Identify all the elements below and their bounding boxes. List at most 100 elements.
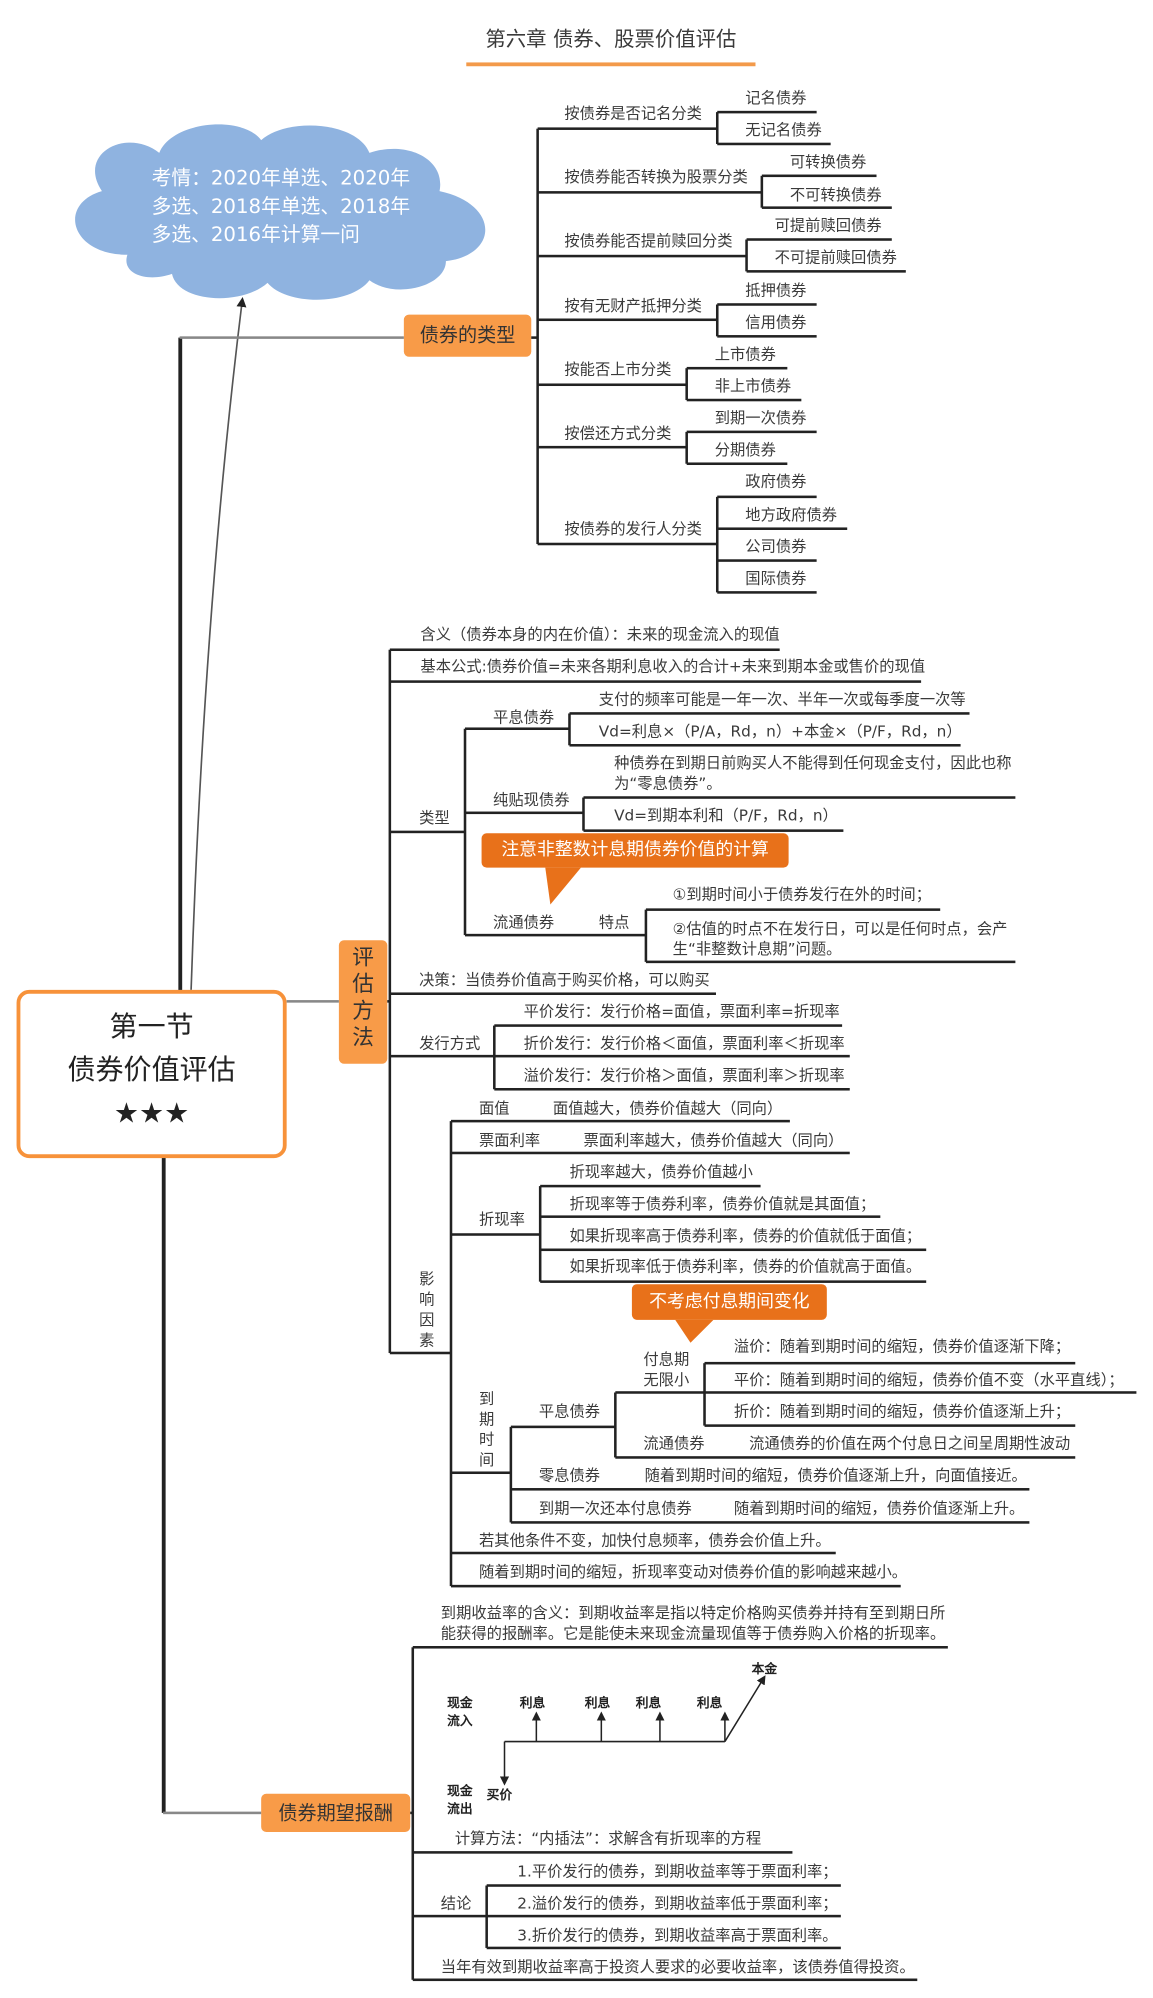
maturity-level-bond[interactable]: 平息债券	[538, 1402, 601, 1421]
conclusion-item[interactable]: 3.折价发行的债券，到期收益率高于票面利率。	[517, 1926, 838, 1945]
connector-line	[716, 304, 719, 337]
interest-label[interactable]: 利息	[519, 1696, 546, 1711]
bond-category[interactable]: 按能否上市分类	[564, 360, 672, 379]
factor-sensitivity[interactable]: 随着到期时间的缩短，折现率变动对债券价值的影响越来越小。	[479, 1563, 908, 1582]
bond-type-item[interactable]: 国际债券	[745, 569, 807, 588]
connector-line	[716, 496, 719, 593]
section-title: 债券价值评估	[67, 1054, 236, 1087]
topic-expected-return[interactable]: 债券期望报酬	[261, 1793, 411, 1833]
interest-label[interactable]: 利息	[635, 1696, 662, 1711]
cash-outflow-label[interactable]: 现金 流出	[447, 1784, 473, 1817]
investment-decision[interactable]: 当年有效到期收益率高于投资人要求的必要收益率，该债券值得投资。	[440, 1958, 915, 1976]
interest-label[interactable]: 利息	[696, 1696, 723, 1711]
valuation-meaning[interactable]: 含义（债券本身的内在价值）：未来的现金流入的现值	[420, 625, 780, 644]
bond-category[interactable]: 按债券能否提前赎回分类	[564, 231, 733, 250]
bond-category[interactable]: 按债券的发行人分类	[564, 519, 702, 538]
callout-ignore-period-change: 不考虑付息期间变化	[631, 1284, 827, 1320]
conclusion-item[interactable]: 2.溢价发行的债券，到期收益率低于票面利率；	[517, 1894, 838, 1913]
conclusion-item[interactable]: 1.平价发行的债券，到期收益率等于票面利率；	[517, 1862, 838, 1881]
feature-item[interactable]: ①到期时间小于债券发行在外的时间；	[672, 885, 931, 904]
discount-price-item[interactable]: 折价：随着到期时间的缩短，债券价值逐渐上升；	[733, 1402, 1071, 1421]
topic-valuation-method[interactable]: 评估方法	[338, 940, 388, 1064]
central-topic[interactable]: 第一节 债券价值评估 ★★★	[16, 989, 287, 1159]
connector-line	[686, 462, 788, 465]
bond-type-item[interactable]: 抵押债券	[745, 281, 807, 300]
conclusion-label[interactable]: 结论	[440, 1894, 472, 1913]
maturity-zero-value[interactable]: 随着到期时间的缩短，债券价值逐渐上升，向面值接近。	[644, 1466, 1027, 1485]
connector-line	[540, 1280, 927, 1283]
par-item[interactable]: 平价：随着到期时间的缩短，债券价值不变（水平直线）；	[733, 1370, 1124, 1389]
bond-type-item[interactable]: 到期一次债券	[714, 408, 807, 427]
bond-type-item[interactable]: 可提前赎回债券	[774, 216, 882, 235]
issuance-item[interactable]: 溢价发行：发行价格＞面值，票面利率＞折现率	[523, 1066, 845, 1085]
connector-line	[614, 1392, 617, 1458]
issuance-label[interactable]: 发行方式	[419, 1034, 481, 1053]
bond-type-item[interactable]: 公司债券	[745, 537, 807, 556]
calc-method[interactable]: 计算方法：“内插法”：求解含有折现率的方程	[454, 1829, 762, 1848]
factor-coupon-value[interactable]: 票面利率越大，债券价值越大（同向）	[583, 1131, 844, 1150]
ytm-meaning[interactable]: 到期收益率的含义：到期收益率是指以特定价格购买债券并持有至到期日所 能获得的报酬…	[440, 1603, 946, 1643]
principal-label[interactable]: 本金	[751, 1662, 778, 1677]
discount-item[interactable]: 如果折现率高于债券利率，债券的价值就低于面值；	[569, 1226, 922, 1245]
level-bond-label[interactable]: 平息债券	[493, 708, 555, 727]
maturity-lump-value[interactable]: 随着到期时间的缩短，债券价值逐渐上升。	[733, 1499, 1025, 1518]
maturity-lump[interactable]: 到期一次还本付息债券	[538, 1499, 692, 1518]
discount-item[interactable]: 折现率等于债券利率，债券价值就是其面值；	[569, 1195, 876, 1213]
bond-type-item[interactable]: 政府债券	[745, 472, 807, 491]
issuance-item[interactable]: 平价发行：发行价格=面值，票面利率=折现率	[523, 1002, 840, 1021]
discount-item[interactable]: 如果折现率低于债券利率，债券的价值就高于面值。	[569, 1257, 922, 1276]
connector-line	[703, 1363, 706, 1426]
bond-type-item[interactable]: 可转换债券	[789, 152, 867, 171]
zero-bond-note[interactable]: 种债券在到期日前购买人不能得到任何现金支付，因此也称 为“零息债券”。	[614, 754, 1012, 793]
cash-inflow-label[interactable]: 现金 流入	[447, 1696, 473, 1729]
features-label[interactable]: 特点	[598, 913, 630, 932]
factor-face[interactable]: 面值	[479, 1099, 510, 1118]
zero-bond-label[interactable]: 纯贴现债券	[493, 791, 570, 809]
feature-item[interactable]: ②估值的时点不在发行日，可以是任何时点，会产 生“非整数计息期”问题。	[672, 919, 1008, 959]
bond-type-item[interactable]: 信用债券	[745, 313, 807, 332]
factor-coupon[interactable]: 票面利率	[479, 1131, 541, 1150]
maturity-zero[interactable]: 零息债券	[538, 1466, 601, 1485]
connector-line	[717, 303, 817, 306]
connector-line	[537, 543, 718, 545]
bond-type-item[interactable]: 地方政府债券	[745, 505, 838, 524]
level-bond-formula[interactable]: Vd=利息×（P/A，Rd，n）+本金×（P/F，Rd，n）	[598, 722, 962, 741]
factor-discount[interactable]: 折现率	[479, 1210, 525, 1229]
level-bond-note[interactable]: 支付的频率可能是一年一次、半年一次或每季度一次等	[598, 690, 966, 709]
circulating-bond-label[interactable]: 流通债券	[493, 913, 555, 932]
topic-bond-types[interactable]: 债券的类型	[403, 314, 532, 357]
connector-line	[389, 1055, 495, 1058]
factors-label[interactable]: 影响因素	[419, 1270, 435, 1350]
bond-type-item[interactable]: 不可提前赎回债券	[774, 248, 897, 267]
maturity-circulating[interactable]: 流通债券	[643, 1434, 705, 1453]
bond-type-item[interactable]: 非上市债券	[714, 377, 792, 395]
connector-line	[536, 128, 539, 544]
factor-maturity[interactable]: 到期时间	[479, 1389, 495, 1469]
maturity-circulating-value[interactable]: 流通债券的价值在两个付息日之间呈周期性波动	[749, 1434, 1071, 1453]
factor-face-value[interactable]: 面值越大，债券价值越大（同向）	[552, 1099, 783, 1118]
cloud-shape	[75, 124, 486, 300]
bond-type-item[interactable]: 上市债券	[714, 345, 776, 364]
factor-frequency[interactable]: 若其他条件不变，加快付息频率，债券会价值上升。	[479, 1531, 831, 1550]
bond-type-item[interactable]: 记名债券	[745, 89, 807, 108]
issuance-item[interactable]: 折价发行：发行价格＜面值，票面利率＜折现率	[523, 1034, 845, 1053]
bond-category[interactable]: 按债券是否记名分类	[564, 104, 702, 123]
premium-item[interactable]: 溢价：随着到期时间的缩短，债券价值逐渐下降；	[733, 1337, 1071, 1356]
interest-label[interactable]: 利息	[584, 1696, 611, 1711]
bond-type-item[interactable]: 不可转换债券	[789, 186, 882, 204]
discount-item[interactable]: 折现率越大，债券价值越小	[569, 1163, 753, 1181]
connector-line	[450, 1585, 901, 1588]
valuation-decision[interactable]: 决策：当债券价值高于购买价格，可以购买	[419, 970, 710, 989]
valuation-formula[interactable]: 基本公式:债券价值=未来各期利息收入的合计+未来到期本金或售价的现值	[420, 657, 926, 676]
bond-type-item[interactable]: 分期债券	[714, 440, 776, 459]
connector-line	[389, 830, 466, 833]
bond-kind-label[interactable]: 类型	[419, 808, 450, 827]
bond-category[interactable]: 按有无财产抵押分类	[564, 296, 702, 315]
bond-category[interactable]: 按偿还方式分类	[564, 424, 672, 443]
zero-bond-formula[interactable]: Vd=到期本利和（P/F，Rd，n）	[614, 806, 838, 825]
bond-category[interactable]: 按债券能否转换为股票分类	[564, 168, 748, 187]
connector-line	[746, 238, 892, 241]
infinite-period-label[interactable]: 付息期 无限小	[643, 1350, 690, 1389]
bond-type-item[interactable]: 无记名债券	[745, 121, 822, 139]
purchase-price-label[interactable]: 买价	[486, 1788, 513, 1803]
